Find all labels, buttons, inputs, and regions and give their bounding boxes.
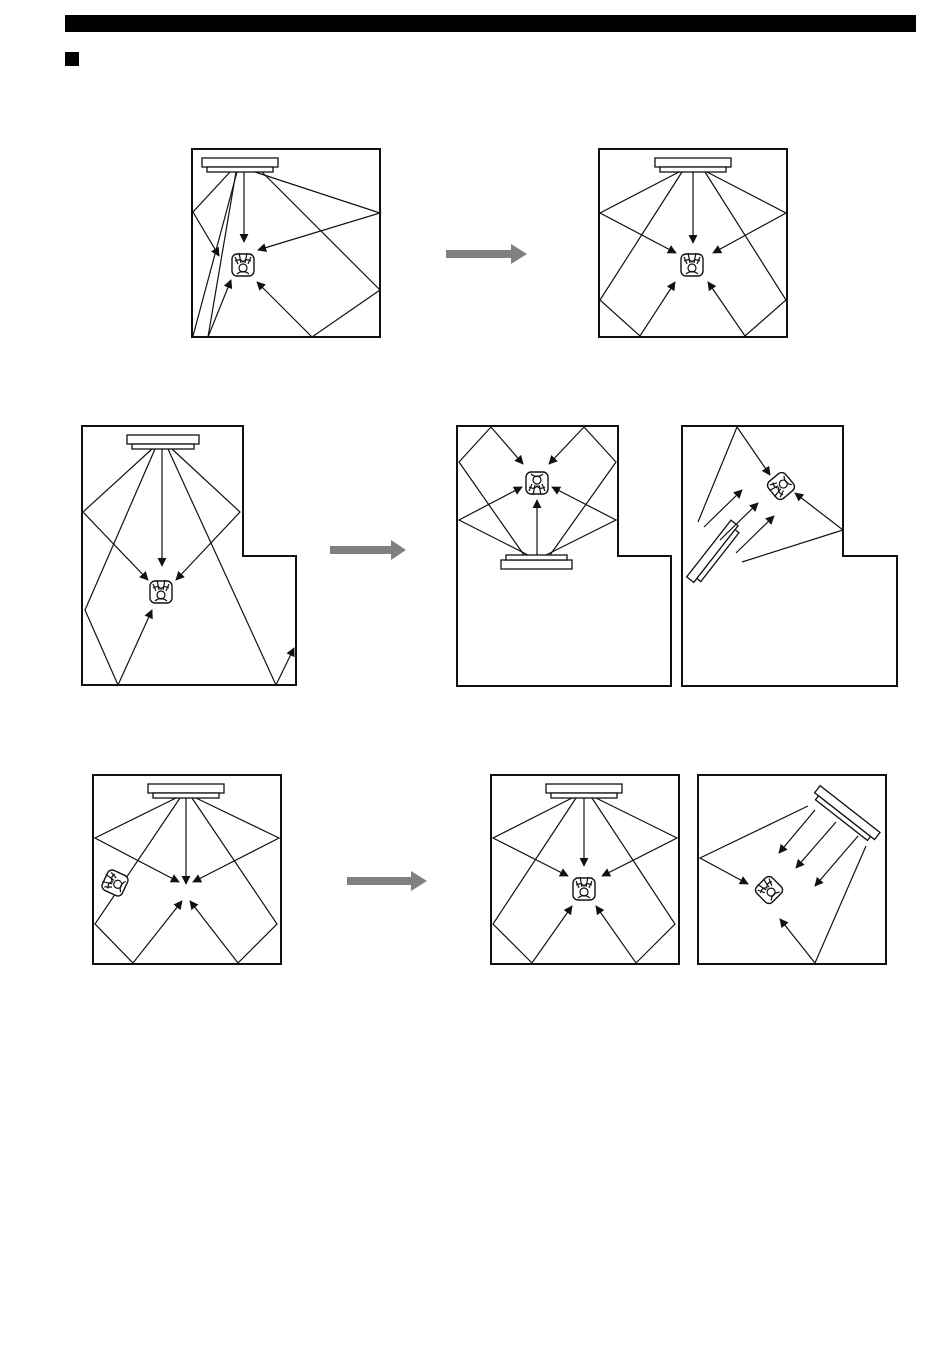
listener-icon: [150, 580, 172, 603]
speaker-bar-icon: [202, 158, 278, 167]
listener-icon: [232, 253, 254, 276]
speaker-bar-icon: [655, 158, 731, 167]
figure-row-2: [82, 426, 897, 686]
figure-row-1: [192, 149, 787, 337]
listener-icon: [526, 472, 548, 495]
room-panel-3c: [698, 775, 886, 964]
speaker-bar-icon: [501, 560, 572, 569]
right-arrow-icon: [347, 871, 427, 891]
room-panel-3a: [93, 775, 281, 964]
speaker-bar-icon: [546, 784, 622, 793]
listener-icon: [573, 877, 595, 900]
room-panel-1a: [192, 149, 380, 337]
right-arrow-icon: [330, 540, 406, 560]
speaker-bar-icon: [127, 435, 199, 444]
room-panel-2b: [457, 426, 671, 686]
right-arrow-icon: [446, 244, 527, 264]
room-panel-2a: [82, 426, 296, 685]
room-panel-1b: [599, 149, 787, 337]
room-panel-2c: [682, 426, 897, 686]
room-panel-3b: [491, 775, 679, 964]
listener-icon: [681, 253, 703, 276]
speaker-bar-icon: [148, 784, 224, 793]
figure-row-3: [93, 775, 886, 964]
